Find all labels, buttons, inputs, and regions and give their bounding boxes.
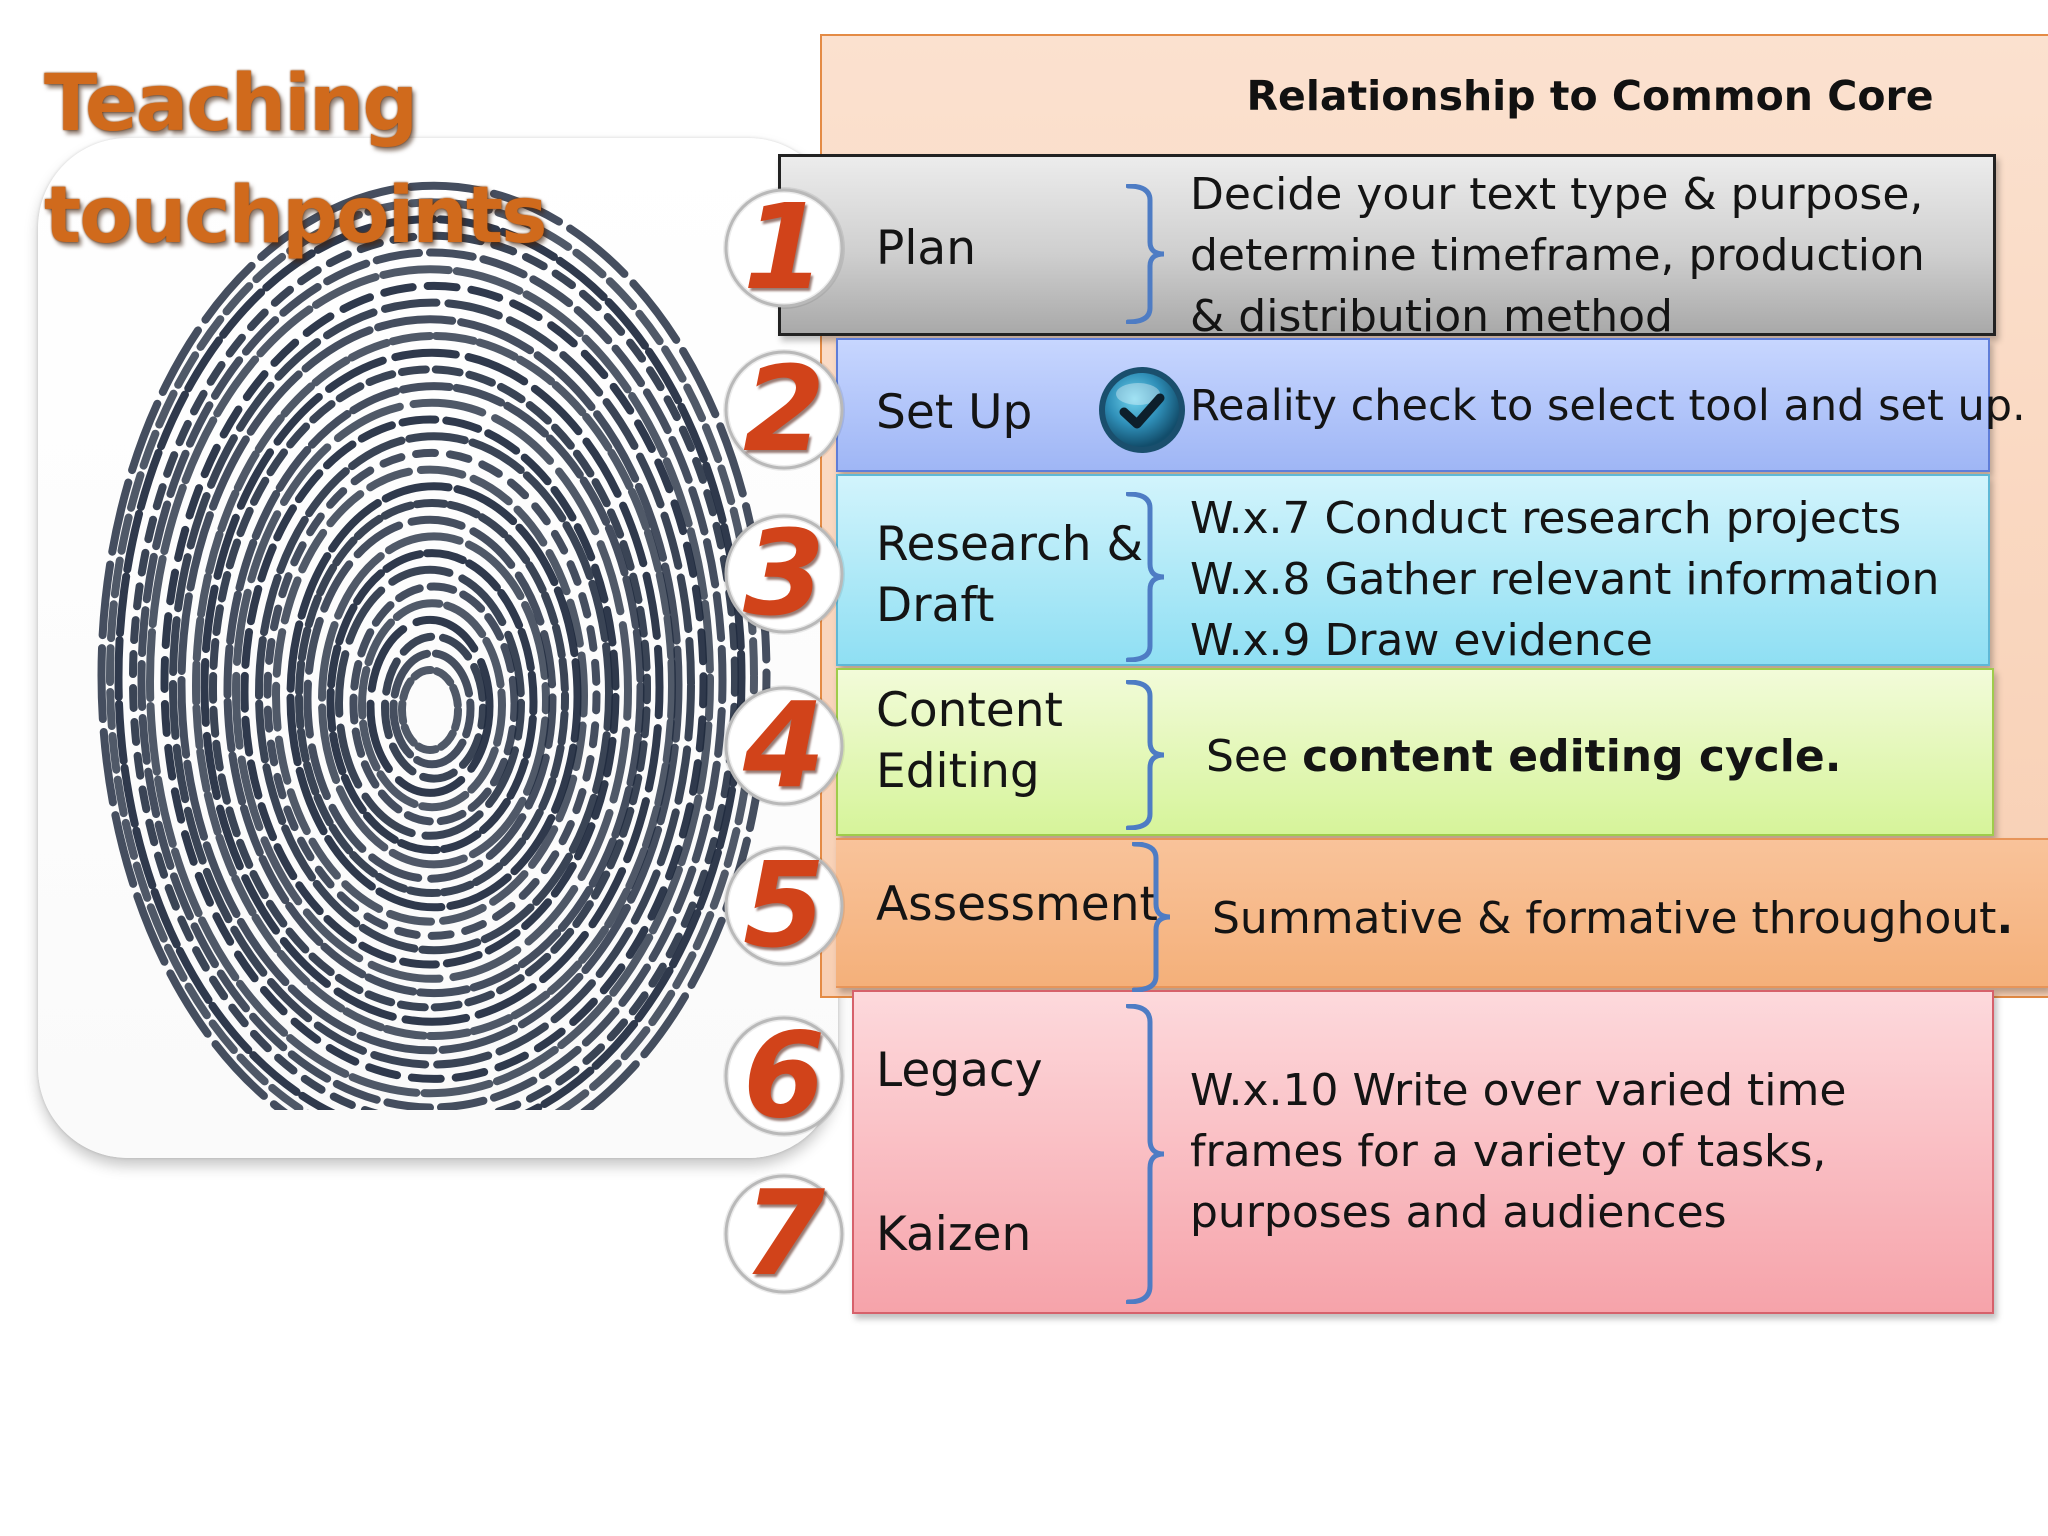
badge-circle-icon — [723, 1015, 845, 1137]
step-number: 2 — [742, 340, 826, 478]
step-number: 4 — [742, 676, 826, 814]
step-number-badge: 4 — [722, 684, 846, 808]
step-number-badge: 7 — [722, 1172, 846, 1296]
step-number: 5 — [742, 836, 826, 974]
fingerprint-icon — [97, 181, 771, 1110]
badge-circle-icon — [723, 513, 845, 635]
fingerprint-ridge — [358, 599, 506, 812]
row-research — [836, 474, 1990, 666]
row-legacy-kaizen — [852, 990, 1994, 1314]
fingerprint-ridge — [326, 549, 538, 855]
badge-circle-icon — [723, 685, 845, 807]
step-label-kaizen: Kaizen — [876, 1207, 1032, 1262]
fingerprint-ridge — [209, 365, 651, 1012]
fingerprint-ridge — [177, 315, 683, 1055]
step-label-editing-line-1: Content — [876, 683, 1063, 738]
step-label-setup: Set Up — [876, 385, 1033, 440]
description-research-line-2: W.x.8 Gather relevant information — [1190, 554, 1940, 605]
description-assessment-text: Summative & formative throughout — [1212, 893, 1997, 944]
step-label-research: Research & Draft — [876, 514, 1143, 636]
fingerprint-ridge — [129, 231, 739, 1110]
fingerprint-ridge — [200, 348, 664, 1026]
brace-icon — [1126, 680, 1165, 830]
title-line-1: Teaching — [44, 59, 418, 149]
fingerprint-ridge — [303, 515, 557, 883]
fingerprint-ridge — [97, 181, 771, 1110]
step-label-editing: Content Editing — [876, 680, 1063, 802]
step-number-badge: 6 — [722, 1014, 846, 1138]
description-plan: Decide your text type & purpose, determi… — [1190, 164, 1925, 347]
description-research: W.x.7 Conduct research projects W.x.8 Ga… — [1190, 488, 1939, 671]
description-editing: See content editing cycle. — [1206, 726, 1841, 787]
step-number-badge: 2 — [722, 348, 846, 472]
fingerprint-ridge — [263, 448, 601, 940]
description-assessment: Summative & formative throughout. — [1212, 888, 2013, 949]
fingerprint-ridge — [318, 532, 550, 869]
step-label-research-line-1: Research & — [876, 517, 1144, 572]
description-research-line-3: W.x.9 Draw evidence — [1190, 615, 1653, 666]
badge-circle-icon — [723, 1173, 845, 1295]
step-number: 1 — [742, 178, 826, 316]
fingerprint-ridge — [192, 332, 676, 1040]
description-plan-line-2: determine timeframe, production — [1190, 230, 1925, 281]
fingerprint-ridge — [160, 281, 708, 1083]
step-number: 7 — [742, 1164, 826, 1302]
badge-circle-icon — [723, 187, 845, 309]
description-legacy-line-3: purposes and audiences — [1190, 1187, 1727, 1238]
description-setup: Reality check to select tool and set up. — [1190, 381, 2026, 431]
description-legacy-line-2: frames for a variety of tasks, — [1190, 1126, 1827, 1177]
fingerprint-ridge — [272, 465, 588, 926]
step-label-assessment: Assessment — [876, 877, 1158, 932]
brace-icon — [1132, 842, 1171, 992]
row-plan — [778, 154, 1996, 336]
common-core-title: Relationship to Common Core — [1246, 72, 1934, 120]
checkmark-icon — [1099, 367, 1185, 453]
description-plan-line-1: Decide your text type & purpose, — [1190, 169, 1924, 220]
page-title: Teaching touchpoints — [44, 48, 604, 272]
row-assessment — [836, 838, 2048, 988]
fingerprint-ridge — [169, 298, 695, 1069]
fingerprint-ridge — [295, 499, 569, 897]
row-editing — [836, 668, 1994, 836]
step-number: 3 — [742, 504, 826, 642]
step-number-badge: 5 — [722, 844, 846, 968]
fingerprint-ridge — [366, 615, 494, 797]
fingerprint-ridge — [255, 432, 613, 955]
fingerprint-ridge — [286, 482, 582, 912]
brace-icon — [1126, 492, 1165, 662]
fingerprint-ridge — [335, 565, 525, 840]
step-number-badge: 3 — [722, 512, 846, 636]
fingerprint-ridge — [223, 382, 645, 998]
brace-icon — [1126, 184, 1165, 324]
step-label-legacy: Legacy — [876, 1043, 1043, 1098]
fingerprint-ridge — [381, 632, 487, 783]
step-label-plan: Plan — [876, 221, 976, 276]
fingerprint-ridge — [146, 265, 714, 1098]
fingerprint-ridge — [240, 415, 620, 969]
fingerprint-ridge — [389, 649, 475, 769]
brace-icon — [1126, 1004, 1165, 1304]
description-legacy-line-1: W.x.10 Write over varied time — [1190, 1065, 1847, 1116]
description-editing-prefix: See — [1206, 731, 1303, 782]
step-number-badge: 1 — [722, 186, 846, 310]
step-label-research-line-2: Draft — [876, 578, 995, 633]
fingerprint-ridge — [114, 215, 746, 1110]
fingerprint-ridge — [106, 198, 758, 1110]
fingerprint-ridge — [398, 666, 462, 754]
badge-circle-icon — [723, 845, 845, 967]
fingerprint-ridge — [349, 582, 519, 826]
badge-circle-icon — [723, 349, 845, 471]
description-editing-bold: content editing cycle. — [1302, 731, 1842, 782]
step-label-editing-line-2: Editing — [876, 744, 1040, 799]
description-research-line-1: W.x.7 Conduct research projects — [1190, 493, 1902, 544]
fingerprint-ridge — [137, 248, 727, 1110]
description-plan-line-3: & distribution method — [1190, 291, 1673, 342]
description-assessment-bold: . — [1996, 893, 2014, 944]
fingerprint-ridge — [232, 398, 632, 983]
description-legacy-kaizen: W.x.10 Write over varied time frames for… — [1190, 1060, 1846, 1243]
row-setup — [836, 338, 1990, 472]
step-number: 6 — [742, 1006, 826, 1144]
title-line-2: touchpoints — [44, 171, 548, 261]
